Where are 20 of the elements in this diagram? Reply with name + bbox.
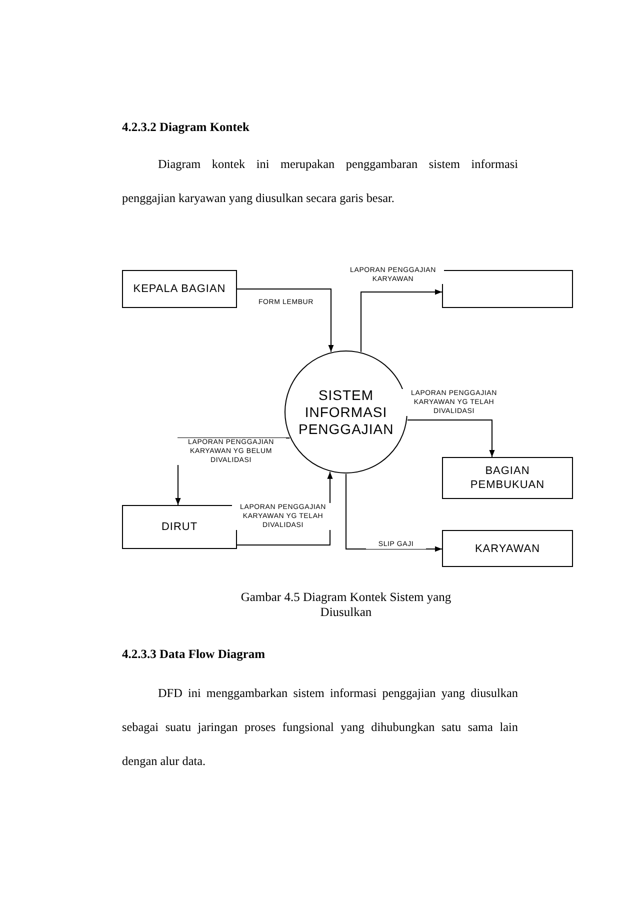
node-label: KEPALA BAGIAN (133, 282, 226, 296)
arrow (346, 474, 442, 552)
section-heading: 4.2.3.2 Diagram Kontek (122, 120, 250, 135)
figure-caption: Gambar 4.5 Diagram Kontek Sistem yang Diusulkan (240, 590, 452, 620)
node-label: DIRUT (161, 520, 198, 534)
arrow (360, 289, 442, 352)
entity-box (442, 457, 573, 499)
node-label: KARYAWAN (474, 542, 540, 556)
arrow (406, 420, 495, 458)
entity-box (442, 530, 573, 567)
entity-box (122, 270, 237, 308)
section-heading: 4.2.3.3 Data Flow Diagram (122, 647, 266, 662)
node-label: BAGIAN PEMBUKUAN (469, 464, 546, 492)
node-label: SISTEM INFORMASI PENGGAJIAN (298, 386, 394, 438)
arrow (236, 288, 334, 352)
body-paragraph: Diagram kontek ini merupakan penggambaran sistem informasi penggajian karyawan yang diusulkan secara garis besar. (122, 156, 518, 207)
body-paragraph: DFD ini menggambarkan sistem informasi penggajian yang diusulkan sebagai suatu jaringan proses fungsional yang dihubungkan satu sama lain dengan alur data. (122, 685, 518, 770)
entity-box (122, 505, 237, 549)
process-circle (284, 350, 408, 474)
entity-box (442, 270, 573, 308)
